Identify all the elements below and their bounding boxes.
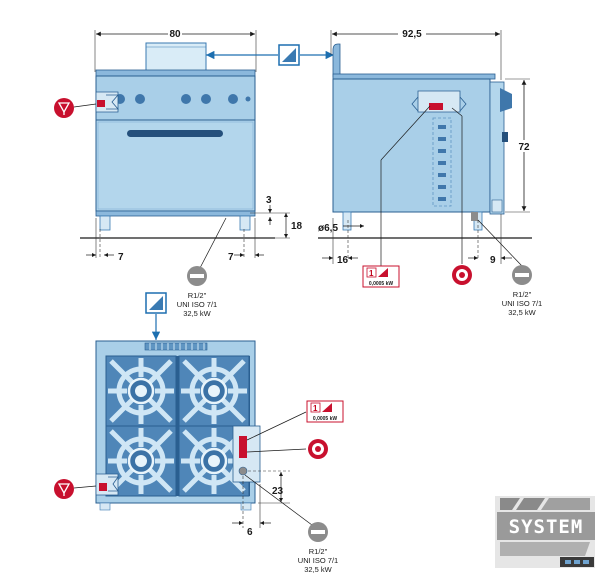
front-right-leg	[239, 215, 251, 231]
top-electric-phase: 1	[313, 404, 318, 413]
top-view: 23 6 1 0,0005 kW R1/2" UNI ISO 7/1 32,5 …	[54, 292, 344, 574]
front-left-offset-label: 7	[118, 252, 124, 263]
front-gas-label-1: R1/2"	[188, 291, 207, 300]
side-view: 92,5	[318, 26, 542, 317]
side-gas-label-1: R1/2"	[513, 290, 532, 299]
side-gas-connection-icon	[512, 265, 532, 285]
top-vertical-label: 23	[272, 486, 284, 497]
top-electric-badge: 1 0,0005 kW	[306, 400, 344, 423]
front-gas-label-3: 32,5 kW	[183, 309, 211, 318]
top-water-inlet-icon	[54, 479, 74, 499]
front-left-leg	[99, 215, 111, 231]
side-electric-phase: 1	[369, 269, 374, 278]
height-label: 72	[518, 142, 530, 153]
top-right-offset-label: 6	[247, 527, 253, 538]
top-gas-label-2: UNI ISO 7/1	[298, 556, 338, 565]
water-inlet-icon	[54, 98, 74, 118]
side-electric-power: 0,0005 kW	[369, 281, 393, 287]
top-gas-connection-icon	[308, 522, 328, 542]
front-gas-label-2: UNI ISO 7/1	[177, 300, 217, 309]
side-body	[332, 78, 491, 213]
top-electric-socket	[239, 436, 247, 458]
front-gas-inlet-marker	[95, 91, 119, 113]
foot-height-label: 18	[291, 221, 303, 232]
foot-gap-label: 3	[266, 195, 272, 206]
oven-door-handle	[127, 130, 223, 137]
top-gas-label-1: R1/2"	[309, 547, 328, 556]
top-exhaust-flue-icon	[145, 292, 167, 314]
top-electric-power: 0,0005 kW	[313, 416, 337, 422]
side-depth-label: 92,5	[402, 29, 422, 40]
front-right-offset-label: 7	[228, 252, 234, 263]
exhaust-flue-icon	[278, 44, 300, 66]
side-left-offset-label: 16	[337, 255, 349, 266]
system-logo: SYSTEM	[495, 496, 595, 568]
front-view: 80	[54, 26, 303, 318]
side-gas-valve	[411, 90, 467, 113]
burner-back-left	[106, 356, 176, 426]
pipe-diameter-label: ø6,5	[318, 223, 338, 234]
logo-text: SYSTEM	[509, 516, 584, 538]
top-electrical-connection-icon	[308, 439, 328, 459]
front-cooktop-edge	[95, 69, 256, 77]
top-flue-vent	[144, 342, 208, 351]
front-gas-connection-icon	[187, 266, 207, 286]
burner-back-right	[179, 356, 249, 426]
side-electrical-connection-icon	[452, 265, 472, 285]
top-gas-inlet-marker	[95, 473, 119, 496]
side-right-offset-label: 9	[490, 255, 496, 266]
top-gas-label-3: 32,5 kW	[304, 565, 332, 574]
front-splashback	[145, 42, 207, 74]
side-electric-badge: 1 0,0005 kW	[362, 265, 400, 288]
side-gas-label-2: UNI ISO 7/1	[502, 299, 542, 308]
front-width-label: 80	[169, 29, 181, 40]
side-gas-label-3: 32,5 kW	[508, 308, 536, 317]
